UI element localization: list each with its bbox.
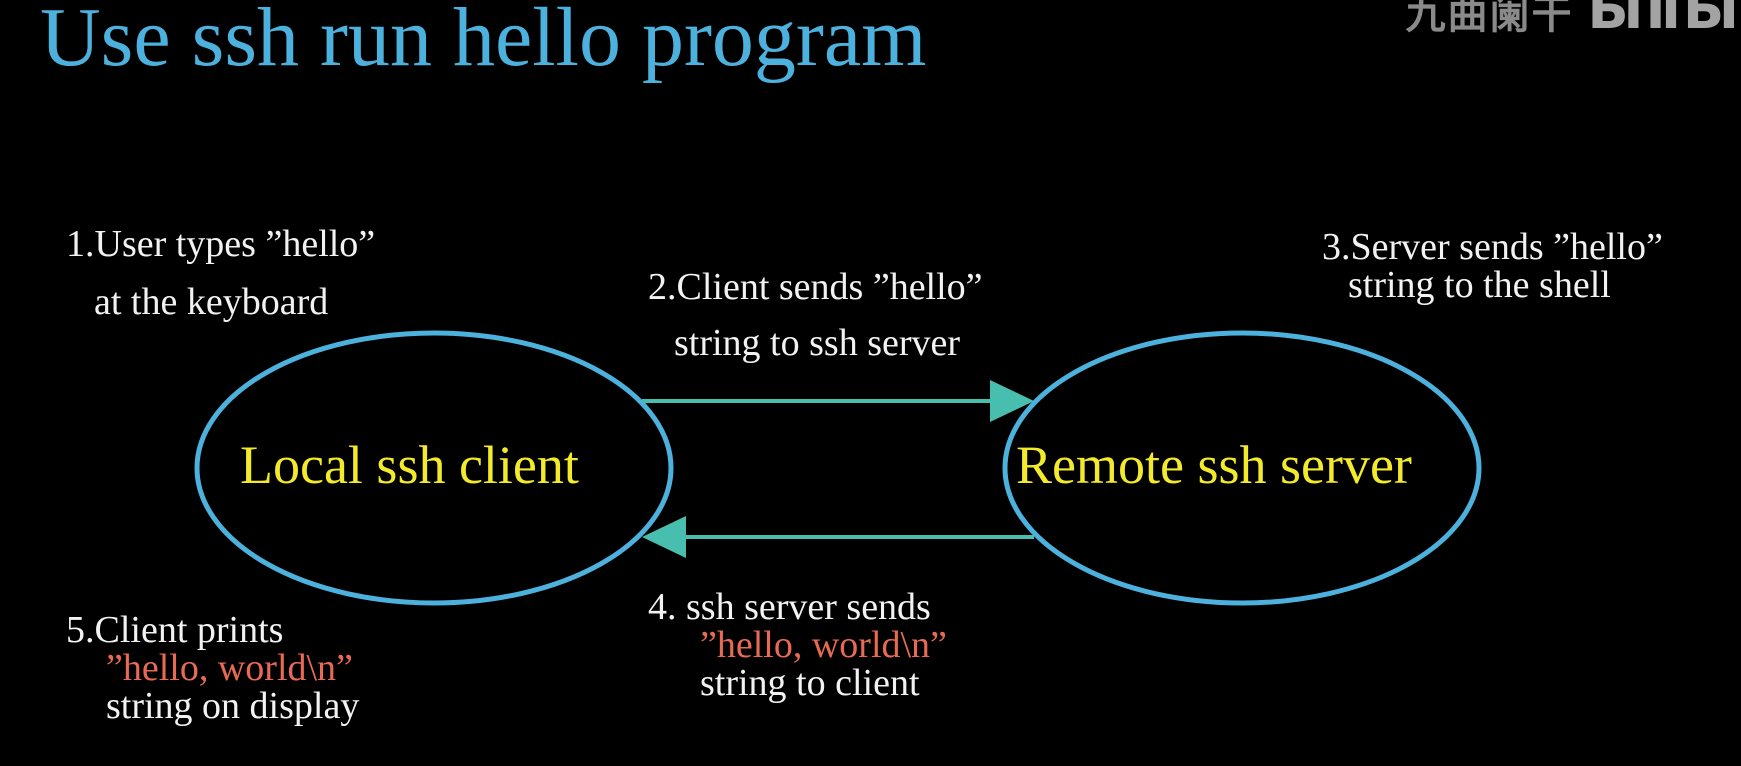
- client-node-label: Local ssh client: [240, 435, 579, 495]
- server-node-label: Remote ssh server: [1016, 435, 1412, 495]
- client-node-ellipse: [194, 330, 674, 606]
- step-4-label: 4. ssh server sends ”hello, world\n” str…: [648, 588, 947, 702]
- step-2-label: 2.Client sends ”hello” string to ssh ser…: [648, 268, 983, 362]
- step-2-line-1: 2.Client sends ”hello”: [648, 266, 983, 308]
- step-1-line-2: at the keyboard: [94, 281, 329, 323]
- step-2-line-2: string to ssh server: [674, 322, 961, 364]
- step-4-line-2: ”hello, world\n”: [700, 624, 947, 666]
- step-5-line-1: 5.Client prints: [66, 609, 284, 651]
- slide-title: Use ssh run hello program: [40, 0, 927, 84]
- step-4-line-3: string to client: [700, 662, 920, 704]
- step-3-label: 3.Server sends ”hello” string to the she…: [1322, 228, 1663, 304]
- step-4-line-1: 4. ssh server sends: [648, 586, 931, 628]
- request-arrow-head: [990, 380, 1034, 422]
- step-5-line-3: string on display: [106, 685, 360, 727]
- step-1-line-1: 1.User types ”hello”: [66, 223, 376, 265]
- step-5-line-2: ”hello, world\n”: [106, 647, 353, 689]
- watermark-text: 九曲阑干: [1405, 0, 1574, 38]
- server-node-ellipse: [1002, 330, 1482, 606]
- step-5-label: 5.Client prints ”hello, world\n” string …: [66, 611, 359, 725]
- step-3-line-2: string to the shell: [1348, 264, 1611, 306]
- watermark: 九曲阑干bilibiliЫⅡЫ: [1406, 0, 1741, 41]
- bilibili-logo-mark: ЫⅡЫ: [1587, 0, 1741, 41]
- step-3-line-1: 3.Server sends ”hello”: [1322, 226, 1663, 268]
- response-arrow-head: [642, 516, 686, 558]
- step-1-label: 1.User types ”hello” at the keyboard: [66, 225, 375, 321]
